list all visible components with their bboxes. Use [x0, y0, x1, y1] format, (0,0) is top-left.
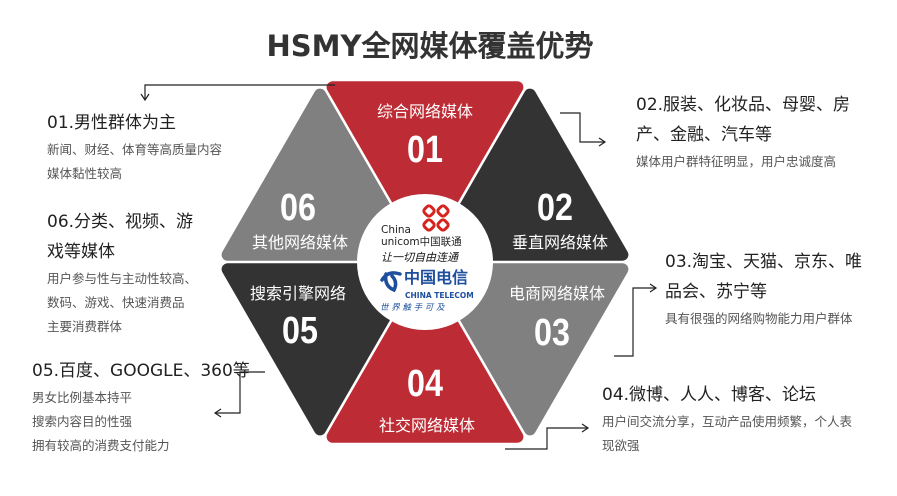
note-03-heading: 03.淘宝、天猫、京东、唯: [665, 252, 863, 272]
note-06-heading: 戏等媒体: [47, 242, 115, 262]
unicom-knot-icon: [422, 204, 450, 232]
note-05-heading: 05.百度、GOOGLE、360等: [32, 361, 250, 381]
segment-05-number: 05: [282, 310, 318, 352]
note-05-desc: 男女比例基本持平: [32, 390, 133, 405]
note-03: 03.淘宝、天猫、京东、唯 品会、苏宁等 具有很强的网络购物能力用户群体: [665, 247, 862, 331]
note-04-desc: 用户间交流分享，互动产品使用频繁，个人表: [602, 414, 853, 429]
telecom-logo-icon: [380, 271, 402, 293]
telecom-logo-en: CHINA TELECOM: [405, 291, 474, 300]
note-02-desc: 媒体用户群特征明显，用户忠诚度高: [636, 154, 837, 169]
segment-06-triangle: [221, 88, 419, 261]
note-03-heading: 品会、苏宁等: [665, 282, 767, 302]
segment-02-number: 02: [537, 187, 573, 229]
note-01-heading: 01.男性群体为主: [47, 113, 177, 133]
note-04-desc: 现欲强: [602, 438, 640, 453]
arrow-right-icon: [581, 423, 590, 433]
arrow-right-icon: [598, 137, 607, 147]
note-06: 06.分类、视频、游 戏等媒体 用户参与性与主动性较高、 数码、游戏、快速消费品…: [47, 207, 197, 339]
segment-06-number: 06: [280, 187, 316, 229]
arrow-down-icon: [140, 93, 150, 102]
segment-02-triangle: [431, 88, 629, 261]
unicom-en2: unicom中国联通: [381, 236, 462, 248]
arrow-right-icon: [649, 283, 658, 293]
note-06-desc: 用户参与性与主动性较高、: [47, 271, 198, 286]
segment-02-label: 垂直网络媒体: [511, 233, 609, 252]
segment-04-label: 社交网络媒体: [378, 416, 476, 435]
note-01: 01.男性群体为主 新闻、财经、体育等高质量内容 媒体黏性较高: [47, 108, 222, 186]
telecom-logo-cn: 中国电信: [404, 268, 469, 287]
segment-01-number: 01: [407, 129, 443, 171]
segment-06-label: 其他网络媒体: [251, 233, 349, 252]
segment-05-label: 搜索引擎网络: [249, 284, 347, 303]
telecom-slogan: 世 界 触 手 可 及: [380, 303, 445, 313]
unicom-knot-loop: [422, 204, 436, 218]
note-05-desc: 拥有较高的消费支付能力: [32, 438, 170, 453]
page-title: HSMY全网媒体覆盖优势: [266, 29, 594, 63]
note-02-heading: 产、金融、汽车等: [636, 125, 772, 145]
unicom-knot-loop: [422, 218, 436, 232]
segment-03-triangle: [431, 263, 629, 436]
connector-03-line: [614, 287, 656, 357]
note-04-heading: 04.微博、人人、博客、论坛: [602, 385, 817, 405]
note-05: 05.百度、GOOGLE、360等 男女比例基本持平 搜索内容目的性强 拥有较高…: [32, 356, 250, 458]
segment-01-triangle: [326, 81, 524, 254]
note-01-desc: 媒体黏性较高: [47, 166, 123, 181]
note-02-heading: 02.服装、化妆品、母婴、房: [636, 95, 851, 115]
segment-03-label: 电商网络媒体: [508, 284, 606, 303]
connector-02-line: [560, 112, 605, 143]
segment-05-triangle: [221, 263, 419, 436]
segment-01-label: 综合网络媒体: [376, 102, 474, 121]
note-02: 02.服装、化妆品、母婴、房 产、金融、汽车等 媒体用户群特征明显，用户忠诚度高: [636, 90, 850, 174]
unicom-slogan: 让一切自由连通: [381, 251, 458, 264]
note-03-desc: 具有很强的网络购物能力用户群体: [665, 311, 853, 326]
segment-04-triangle: [326, 270, 524, 443]
segment-03-number: 03: [534, 312, 570, 354]
note-06-desc: 主要消费群体: [47, 319, 123, 334]
arrow-left-icon: [213, 408, 222, 418]
connector-05-line: [215, 371, 265, 414]
connector-01-line: [144, 84, 335, 100]
note-06-heading: 06.分类、视频、游: [47, 212, 194, 232]
connector-04-line: [505, 427, 588, 450]
note-06-desc: 数码、游戏、快速消费品: [47, 295, 185, 310]
note-05-desc: 搜索内容目的性强: [32, 414, 133, 429]
segment-04-number: 04: [407, 363, 443, 405]
unicom-en1: China: [381, 224, 411, 236]
unicom-knot-loop: [436, 204, 450, 218]
center-circle: [357, 194, 493, 330]
note-04: 04.微博、人人、博客、论坛 用户间交流分享，互动产品使用频繁，个人表 现欲强: [602, 380, 852, 458]
unicom-knot-loop: [436, 218, 450, 232]
note-01-desc: 新闻、财经、体育等高质量内容: [47, 142, 223, 157]
